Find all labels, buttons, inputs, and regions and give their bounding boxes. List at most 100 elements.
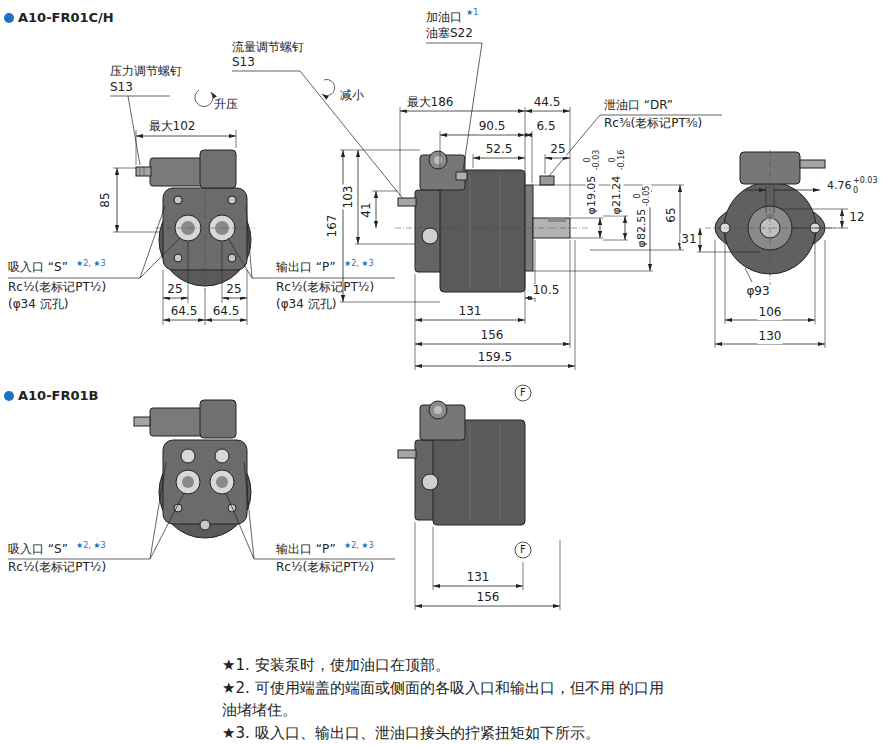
dimension-line (247, 270, 248, 325)
dimension: 85 (99, 191, 113, 208)
pump-side-view (429, 401, 447, 419)
pump-front-view (215, 449, 229, 463)
footnote: ★1. 安装泵时，使加油口在顶部。 (222, 654, 682, 676)
dimension-line (570, 218, 603, 219)
dimension: 159.5 (477, 351, 513, 365)
pump-end-view (770, 150, 771, 285)
dimension-line (355, 244, 415, 245)
dimension: 156 (480, 329, 505, 343)
dimension: 31 (680, 233, 697, 247)
dimension: 12 (848, 211, 865, 225)
pump-front-view (174, 196, 182, 204)
pump-front-view (228, 254, 236, 262)
pump-front-view (150, 408, 208, 436)
dimension-line (415, 522, 560, 610)
tolerance: -0.03 (592, 149, 601, 172)
thread-spec: Rc½(老标记PT½) (8, 281, 106, 295)
part-label: 加油口 (426, 11, 462, 25)
dimension: 25 (549, 143, 566, 157)
heading-bullet (4, 13, 14, 23)
pump-front-view (134, 417, 150, 426)
dimension-line (745, 268, 752, 282)
dimension-line (433, 586, 523, 587)
leader-line (426, 43, 722, 401)
pump-side-view (540, 176, 554, 185)
pump-front-view (200, 400, 236, 438)
leader-line (244, 462, 254, 559)
dimension-line (515, 542, 531, 558)
leader-line (549, 115, 722, 176)
footnote: ★2. 可使用端盖的端面或侧面的各吸入口和输出口，但不用 的口用油堵堵住。 (222, 677, 672, 721)
leader-line (195, 90, 213, 107)
view-mark: F (520, 544, 526, 556)
dimension: 10.5 (532, 284, 561, 298)
pump-side-view (434, 406, 442, 414)
dimension-line (340, 150, 420, 151)
leader-line (8, 462, 395, 559)
pump-front-view (210, 470, 234, 494)
dimension-line (525, 111, 570, 112)
dimension-line (842, 209, 843, 228)
tolerance: 0 (633, 192, 642, 199)
leader-line (232, 71, 404, 200)
port-label: 泄油口 “DR” (604, 99, 673, 113)
pump-end-view (800, 160, 825, 168)
note-marker: ★1 (466, 8, 478, 17)
leader-line (8, 71, 404, 278)
dimension-line (473, 154, 474, 168)
dimension-line (358, 150, 359, 244)
tolerance: 0 (608, 156, 617, 163)
pump-side-view (429, 151, 447, 169)
thread-spec: (φ34 沉孔) (276, 298, 336, 312)
dimension-line (136, 136, 236, 137)
thread-spec: (φ34 沉孔) (8, 298, 68, 312)
pump-side-view (398, 401, 525, 525)
leader-line (226, 493, 395, 559)
dimension-line (525, 273, 526, 324)
pump-front-view (174, 254, 182, 262)
dimension: 131 (458, 305, 483, 319)
dimension: φ93 (745, 285, 770, 299)
view-mark: F (520, 387, 526, 399)
dimension-line (163, 270, 164, 325)
dimension: 167 (326, 214, 340, 239)
part-code: S13 (232, 56, 255, 70)
dimension: 130 (758, 330, 783, 344)
dimension: φ21.24 (611, 175, 624, 216)
dimension-line (575, 240, 576, 370)
dimension-line (205, 288, 206, 325)
dimension-line (113, 168, 136, 169)
leader-line (150, 462, 166, 559)
dimension: 106 (758, 306, 783, 320)
dimension: 52.5 (485, 143, 514, 157)
dimension-line (473, 158, 525, 159)
dimension-line (774, 190, 820, 191)
direction-label: 升压 (214, 98, 238, 112)
part-code: 油塞S22 (426, 27, 473, 41)
dimension-line (343, 150, 344, 302)
tolerance: 0 (852, 186, 859, 195)
dimension-line (525, 107, 526, 183)
model-heading: A10-FR01C/H (18, 11, 114, 26)
dimension: 最大186 (406, 96, 455, 110)
note-marker: ★2, ★3 (344, 259, 374, 268)
dimension-line (415, 366, 575, 367)
dimension-line (590, 250, 684, 251)
pump-side-view (395, 228, 590, 229)
dimension: 最大102 (148, 120, 197, 134)
tolerance: +0.03 (852, 176, 879, 185)
footnote: ★3. 吸入口、输出口、泄油口接头的拧紧扭矩如下所示。 (222, 722, 682, 744)
pump-front-view (228, 196, 236, 204)
dimension-line (205, 320, 247, 321)
dimension-line (525, 135, 532, 136)
pump-front-view (200, 150, 236, 188)
dimension-line (415, 606, 560, 607)
tolerance: -0.16 (617, 149, 626, 172)
pump-side-view (398, 450, 416, 458)
dimension-line (815, 234, 816, 324)
dimension: φ82.55 (636, 208, 649, 249)
dimension-line (532, 131, 533, 183)
pump-front-view (182, 476, 194, 488)
dimension-line (700, 228, 701, 252)
